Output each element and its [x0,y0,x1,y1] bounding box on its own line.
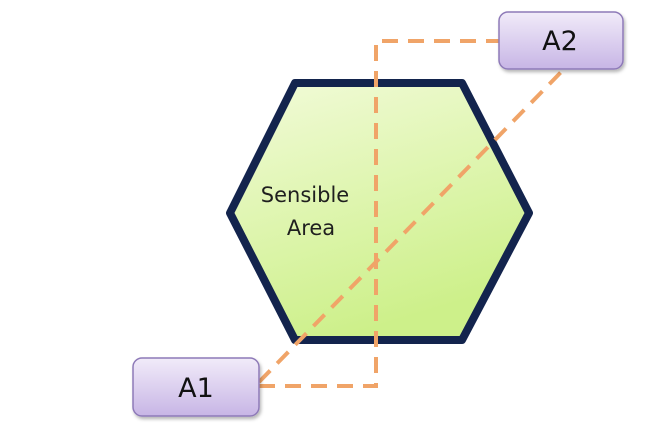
node-a1-label: A1 [178,373,214,404]
orthogonal-dashed-path [259,39,499,388]
node-a2-label: A2 [542,26,578,57]
node-a2-box[interactable] [498,11,624,70]
sensible-area-hexagon [226,79,533,344]
diagonal-dashed-path [257,65,568,384]
sensible-area-label-line1: Sensible [261,183,349,207]
node-a1-box[interactable] [132,357,260,417]
node-a1[interactable]: A1 [132,357,260,417]
node-a2[interactable]: A2 [498,11,624,70]
sensible-area-label-line2: Area [287,216,335,240]
